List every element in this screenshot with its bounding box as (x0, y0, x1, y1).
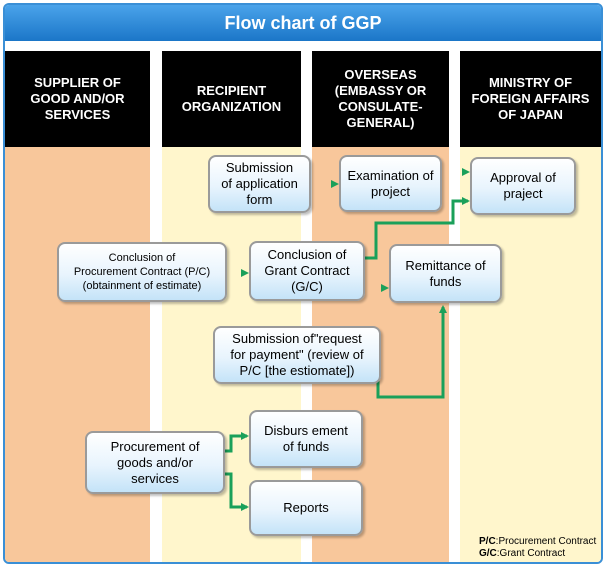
box-line: P/C [the estiomate]) (239, 363, 355, 378)
arrow-procurement-to-disbursement (223, 432, 249, 453)
lane-header-overseas: OVERSEAS (EMBASSY OR CONSULATE- GENERAL) (312, 51, 449, 147)
box-line: (obtainment of estimate) (82, 280, 202, 292)
box-disbursement: Disburs ement of funds (249, 410, 363, 468)
legend-item: P/C:Procurement Contract (479, 536, 596, 548)
lane-header-line: GENERAL) (346, 115, 415, 130)
legend-text: :Grant Contract (496, 548, 566, 559)
box-line: funds (429, 273, 462, 289)
lane-header-line: SUPPLIER OF (34, 75, 121, 90)
arrow-gc-to-approval (364, 197, 470, 260)
lane-header-line: MINISTRY OF (488, 75, 573, 90)
box-approval: Approval of praject (470, 157, 576, 215)
box-line: Remittance of (405, 257, 486, 273)
box-line: Procurement Contract (P/C) (73, 266, 211, 278)
box-remittance: Remittance of funds (389, 244, 502, 303)
box-line: for payment" (review of (230, 347, 364, 362)
lane-supplier: SUPPLIER OF GOOD AND/OR SERVICES (5, 51, 150, 562)
box-line: Conclusion of (108, 252, 176, 264)
box-examination: Examination of project (339, 155, 442, 212)
box-line: praject (503, 186, 543, 201)
box-line: Reports (283, 500, 329, 515)
arrow-procurement-to-reports (223, 472, 249, 511)
lane-body-ministry (460, 147, 601, 562)
box-line: Disburs ement (264, 423, 348, 438)
lane-header-line: GOOD AND/OR (30, 91, 125, 106)
lane-header-recipient: RECIPIENT ORGANIZATION (162, 51, 301, 147)
lane-header-line: CONSULATE- (338, 99, 423, 114)
legend-item: G/C:Grant Contract (479, 548, 596, 560)
flowchart-frame: Flow chart of GGP SUPPLIER OF GOOD AND/O… (3, 3, 603, 564)
legend-abbr: G/C (479, 548, 497, 559)
box-line: Submission of"request (232, 331, 362, 346)
lane-header-supplier: SUPPLIER OF GOOD AND/OR SERVICES (5, 51, 150, 147)
chart-title: Flow chart of GGP (5, 5, 601, 41)
box-line: (G/C) (291, 279, 323, 294)
legend-text: :Procurement Contract (495, 536, 597, 547)
box-line: of application (221, 176, 298, 191)
arrow-request-to-remittance (376, 305, 447, 399)
lane-header-line: RECIPIENT (196, 83, 267, 98)
box-line: project (370, 183, 411, 199)
lane-ministry: MINISTRY OF FOREIGN AFFAIRS OF JAPAN (460, 51, 601, 562)
box-conclusion-pc: Conclusion of Procurement Contract (P/C)… (57, 242, 227, 302)
box-request-payment: Submission of"request for payment" (revi… (213, 326, 381, 384)
lane-header-line: FOREIGN AFFAIRS (471, 91, 590, 106)
box-conclusion-gc: Conclusion of Grant Contract (G/C) (249, 241, 365, 301)
lane-header-line: ORGANIZATION (181, 99, 282, 114)
lane-header-line: (EMBASSY OR (334, 83, 427, 98)
legend-abbr: P/C (479, 536, 496, 547)
box-line: Submission (225, 160, 294, 175)
legend: P/C:Procurement Contract G/C:Grant Contr… (479, 536, 596, 560)
box-line: goods and/or (117, 454, 193, 470)
box-line: Approval of (490, 170, 556, 185)
box-line: Conclusion of (267, 247, 347, 262)
box-line: Procurement of (110, 438, 200, 454)
box-line: services (131, 470, 179, 486)
lane-header-line: OF JAPAN (498, 107, 563, 122)
lane-header-line: OVERSEAS (344, 67, 417, 82)
box-submission-application: Submission of application form (208, 155, 311, 213)
box-line: of funds (282, 439, 330, 454)
box-reports: Reports (249, 480, 363, 536)
box-line: form (246, 192, 273, 207)
box-procurement: Procurement of goods and/or services (85, 431, 225, 494)
box-line: Grant Contract (264, 263, 350, 278)
box-line: Examination of (347, 167, 434, 183)
flow-arrows (223, 168, 470, 511)
lane-header-line: SERVICES (44, 107, 111, 122)
lane-header-ministry: MINISTRY OF FOREIGN AFFAIRS OF JAPAN (460, 51, 601, 147)
